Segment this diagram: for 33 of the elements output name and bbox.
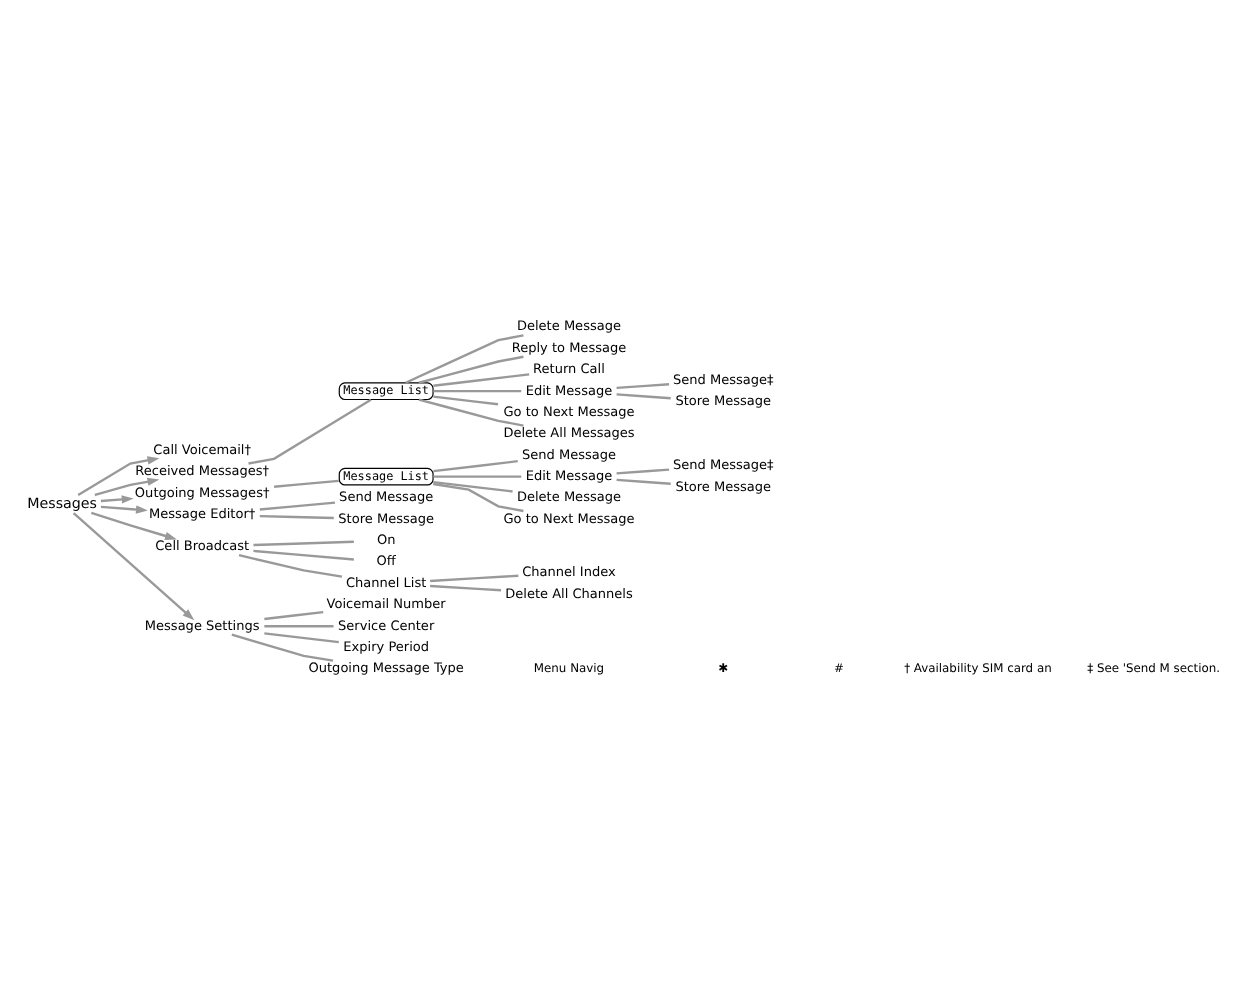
connector	[430, 573, 519, 582]
arrow	[100, 494, 134, 503]
connector	[248, 397, 372, 464]
connector	[616, 392, 671, 399]
connector	[405, 333, 524, 383]
connector	[433, 474, 522, 477]
connector	[259, 513, 334, 519]
connector	[253, 548, 354, 560]
connector	[433, 479, 513, 492]
connector	[264, 624, 334, 627]
arrow	[94, 476, 160, 496]
connector	[418, 354, 524, 383]
connector	[433, 459, 518, 472]
connector	[433, 481, 524, 512]
arrow	[77, 455, 160, 495]
arrow	[72, 511, 195, 620]
connector	[238, 552, 343, 577]
connector	[616, 467, 670, 474]
connector	[418, 397, 524, 426]
arrow	[100, 504, 148, 513]
connector	[264, 631, 339, 643]
connector	[274, 478, 339, 487]
connector	[253, 539, 354, 546]
connector	[430, 583, 502, 591]
connector	[616, 477, 671, 484]
connector	[433, 388, 522, 392]
connector	[433, 372, 530, 386]
connector	[259, 500, 336, 510]
connector	[616, 382, 670, 389]
connector	[231, 632, 334, 661]
connector	[264, 609, 324, 620]
arrow	[90, 510, 177, 539]
connector	[433, 394, 499, 405]
